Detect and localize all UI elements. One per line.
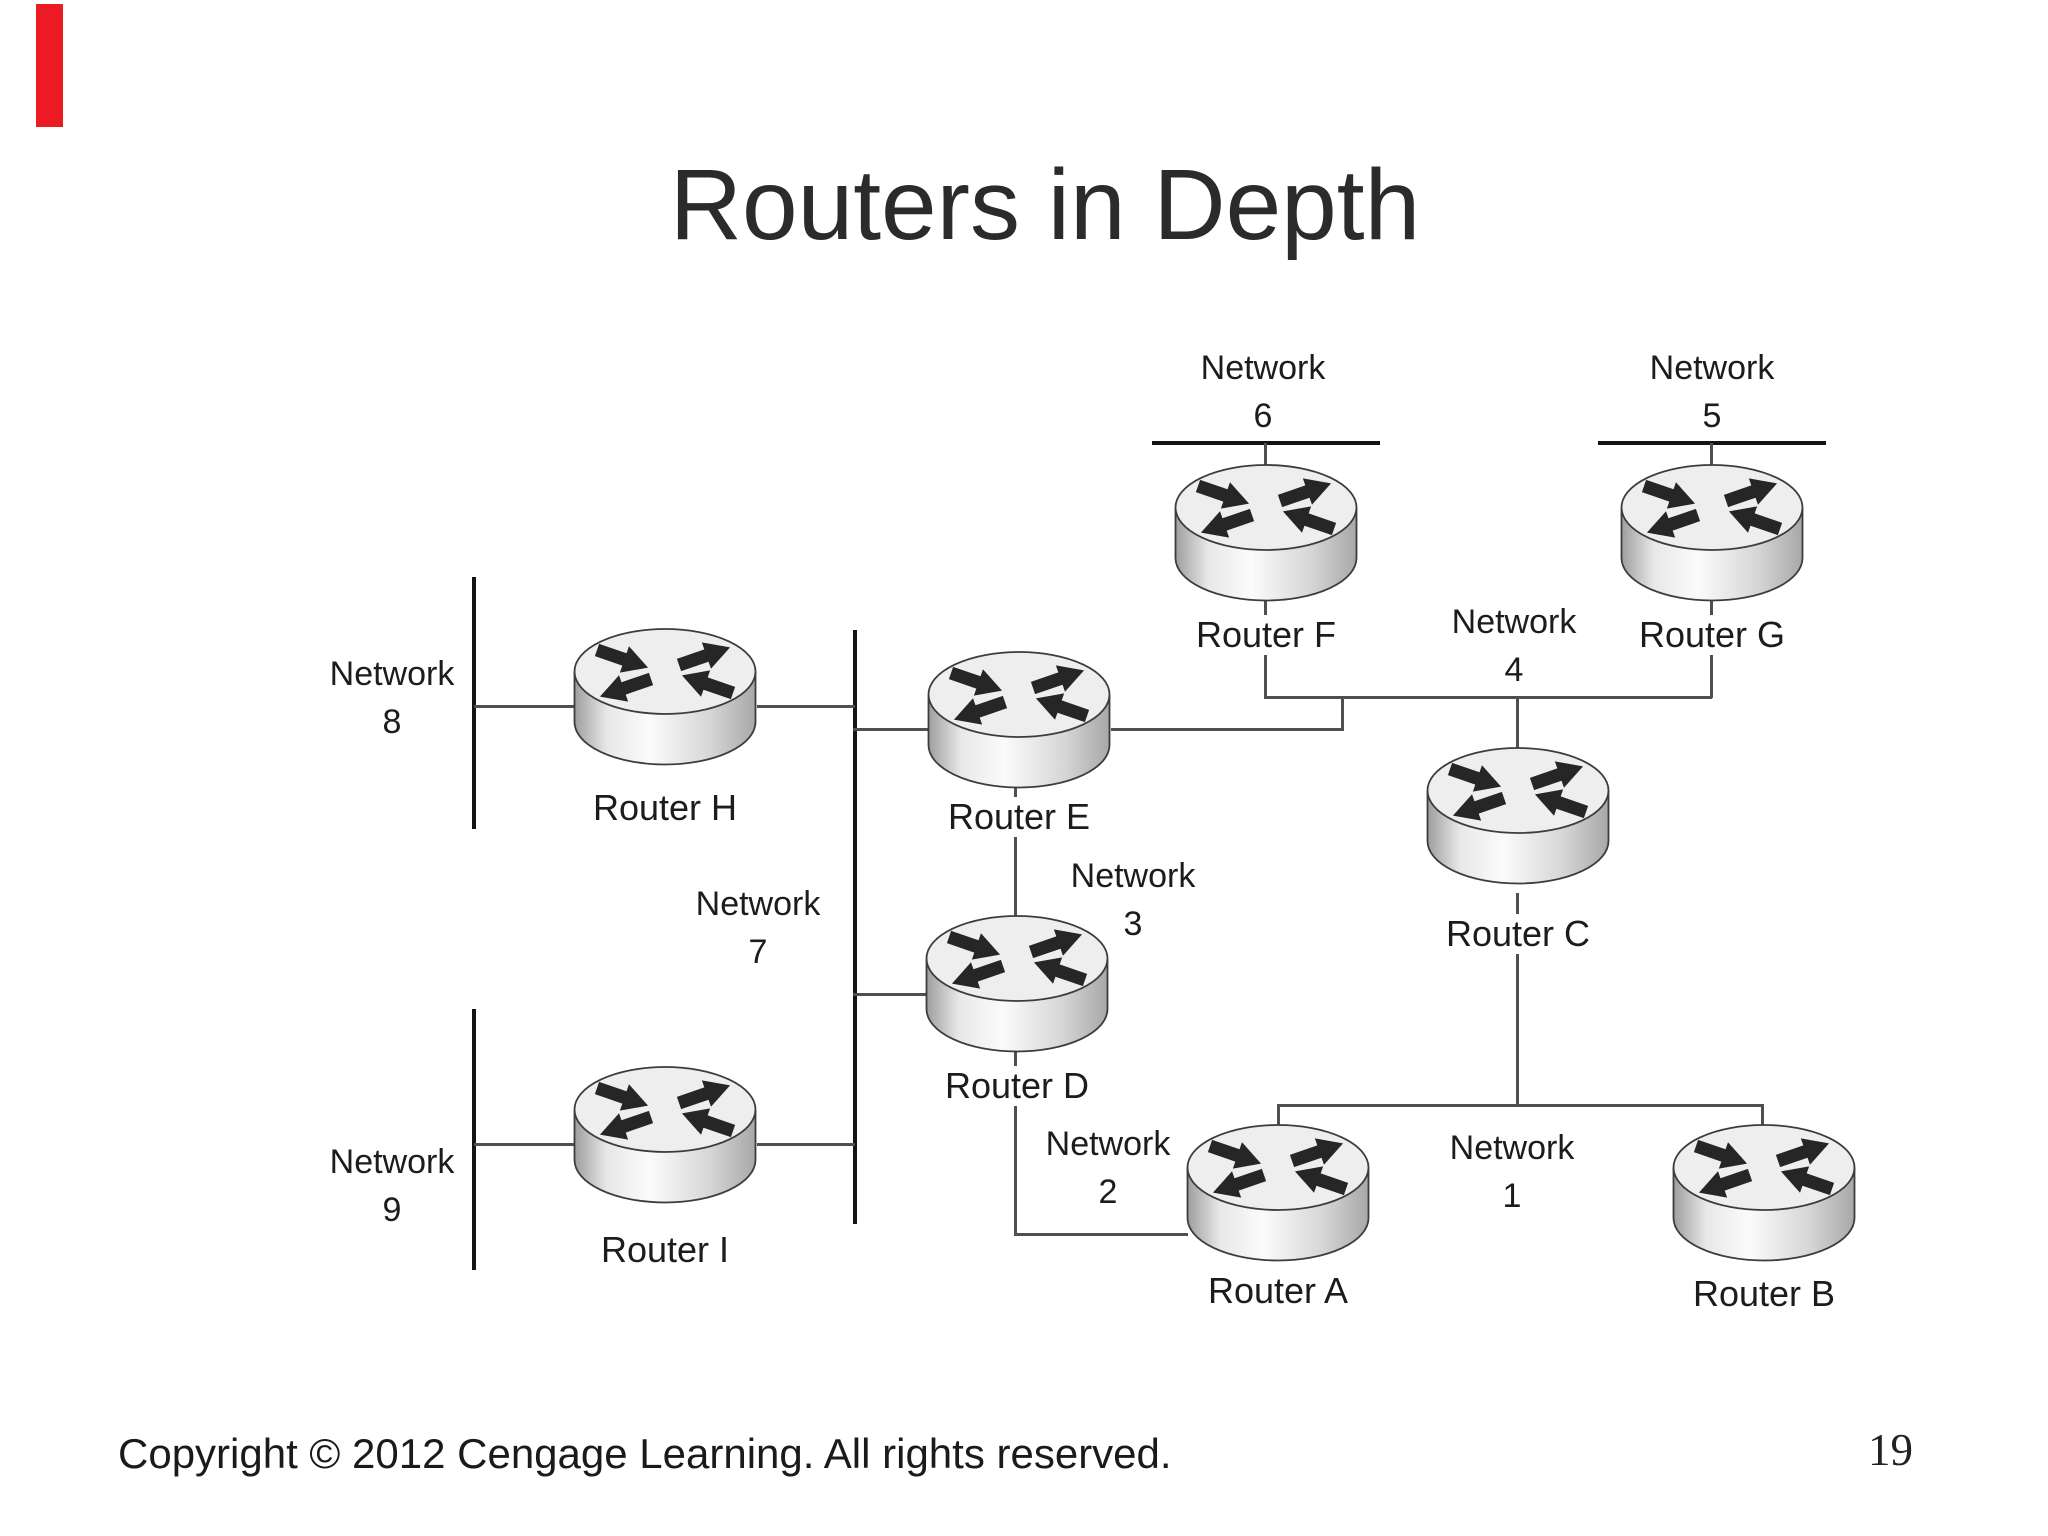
router-g-label: Router G xyxy=(1632,615,1792,655)
link-router-d-net2-connector xyxy=(1014,1052,1017,1235)
network-label-word: Network xyxy=(329,1143,455,1181)
network-label-number: 9 xyxy=(382,1191,402,1229)
router-icon xyxy=(925,914,1109,1054)
router-g: Router G xyxy=(1620,463,1804,655)
router-icon xyxy=(573,1065,757,1205)
router-icon xyxy=(573,627,757,767)
router-i-label: Router I xyxy=(594,1230,736,1270)
red-accent-bar xyxy=(36,4,63,127)
router-c: Router C xyxy=(1426,746,1610,954)
network-label-word: Network xyxy=(329,655,455,693)
link-router-e-d-net3-connector xyxy=(1014,788,1017,916)
page-title: Routers in Depth xyxy=(669,149,1421,261)
router-e-label: Router E xyxy=(941,797,1097,837)
network-label-word: Network xyxy=(1200,349,1326,387)
router-icon xyxy=(1186,1123,1370,1263)
link-router-c-net1-connector xyxy=(1516,893,1519,1106)
router-e: Router E xyxy=(927,650,1111,840)
link-router-e-net4-v-connector xyxy=(1341,698,1344,731)
network-label-number: 6 xyxy=(1253,397,1273,435)
network-2-label: Network 2 xyxy=(988,1120,1228,1216)
router-icon xyxy=(1620,463,1804,603)
network-4-label: Network 4 xyxy=(1394,598,1634,694)
network-label-word: Network xyxy=(695,885,821,923)
link-router-f-net6-connector xyxy=(1264,443,1267,465)
router-c-label: Router C xyxy=(1439,914,1597,954)
router-h: Router H xyxy=(573,627,757,828)
network-label-number: 4 xyxy=(1504,651,1524,689)
network-3-label: Network 3 xyxy=(1013,852,1253,948)
network-label-word: Network xyxy=(1045,1125,1171,1163)
router-icon xyxy=(927,650,1111,790)
router-a-label: Router A xyxy=(1201,1271,1355,1311)
router-h-label: Router H xyxy=(586,788,744,828)
network-9-bus xyxy=(472,1009,476,1270)
network-7-label: Network 7 xyxy=(638,880,878,976)
router-b-label: Router B xyxy=(1686,1274,1842,1314)
network-1-line-connector xyxy=(1277,1104,1764,1107)
router-f-label: Router F xyxy=(1189,615,1343,655)
link-router-e-net7-connector xyxy=(853,728,929,731)
router-i: Router I xyxy=(573,1065,757,1270)
network-5-label: Network 5 xyxy=(1592,344,1832,440)
page-number: 19 xyxy=(1868,1425,1913,1475)
link-router-e-net4-h-connector xyxy=(1111,728,1344,731)
network-7-bus xyxy=(853,630,857,1224)
network-label-number: 3 xyxy=(1123,905,1143,943)
network-label-word: Network xyxy=(1451,603,1577,641)
router-a: Router A xyxy=(1186,1123,1370,1313)
copyright-text: Copyright © 2012 Cengage Learning. All r… xyxy=(118,1430,1172,1477)
network-label-number: 5 xyxy=(1702,397,1722,435)
router-icon xyxy=(1426,746,1610,886)
network-8-label: Network 8 xyxy=(272,650,512,746)
network-label-number: 2 xyxy=(1098,1173,1118,1211)
network-label-number: 7 xyxy=(748,933,768,971)
network-label-number: 8 xyxy=(382,703,402,741)
network-8-bus xyxy=(472,577,476,829)
link-router-g-net5-connector xyxy=(1710,443,1713,465)
router-b: Router B xyxy=(1672,1123,1856,1314)
network-1-label: Network 1 xyxy=(1392,1124,1632,1220)
link-router-c-net4-connector xyxy=(1516,698,1519,748)
network-4-line-connector xyxy=(1264,696,1712,699)
router-f: Router F xyxy=(1174,463,1358,655)
router-d-label: Router D xyxy=(938,1066,1096,1106)
link-router-d-net7-connector xyxy=(853,993,927,996)
network-6-label: Network 6 xyxy=(1143,344,1383,440)
network-9-label: Network 9 xyxy=(272,1138,512,1234)
network-label-word: Network xyxy=(1070,857,1196,895)
link-router-h-net8-connector xyxy=(474,705,574,708)
router-icon xyxy=(1174,463,1358,603)
link-router-h-net7-connector xyxy=(757,705,855,708)
network-label-word: Network xyxy=(1449,1129,1575,1167)
network-label-number: 1 xyxy=(1502,1177,1522,1215)
router-icon xyxy=(1672,1123,1856,1263)
network-2-line-connector xyxy=(1014,1233,1188,1236)
network-label-word: Network xyxy=(1649,349,1775,387)
router-d: Router D xyxy=(925,914,1109,1106)
link-router-a-net1-connector xyxy=(1277,1104,1280,1127)
link-router-i-net9-connector xyxy=(474,1143,574,1146)
link-router-b-net1-connector xyxy=(1761,1104,1764,1125)
link-router-i-net7-connector xyxy=(757,1143,855,1146)
